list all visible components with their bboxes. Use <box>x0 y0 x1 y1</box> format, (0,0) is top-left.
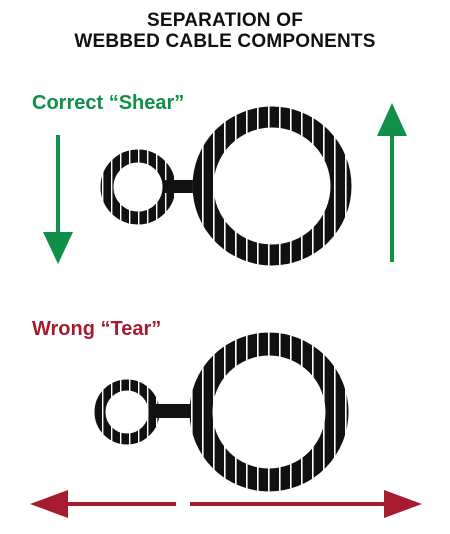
shear-arrow-up <box>377 103 407 262</box>
correct-shear-label: Correct “Shear” <box>32 92 185 114</box>
bottom-large-conductor <box>189 332 349 492</box>
bottom-webbed-cable <box>94 332 349 492</box>
wrong-tear-label: Wrong “Tear” <box>32 318 162 340</box>
top-small-conductor <box>100 149 176 225</box>
shear-arrow-down <box>43 135 73 264</box>
tear-arrow-right <box>190 490 422 518</box>
title-line-1: SEPARATION OF <box>146 10 303 31</box>
top-large-conductor <box>192 106 352 266</box>
top-webbed-cable <box>100 106 352 266</box>
title-line-2: WEBBED CABLE COMPONENTS <box>74 31 376 52</box>
diagram-title: SEPARATION OF WEBBED CABLE COMPONENTS <box>0 10 450 52</box>
tear-arrow-left <box>30 490 176 518</box>
bottom-small-conductor <box>94 379 160 445</box>
